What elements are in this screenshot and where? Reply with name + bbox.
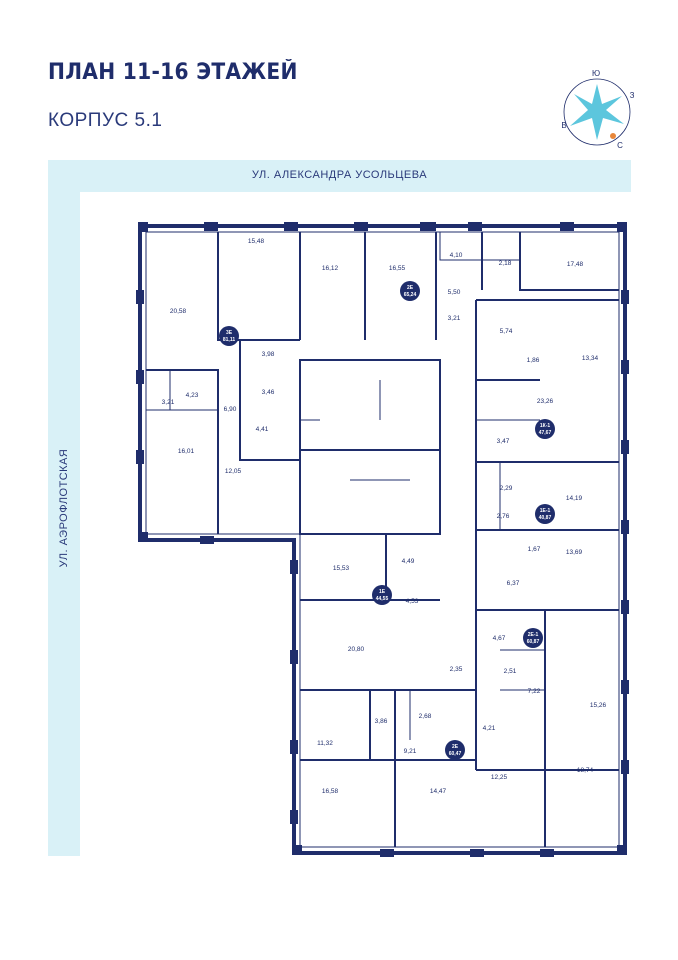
room-area: 4,49 — [402, 558, 415, 565]
room-area: 16,55 — [389, 265, 406, 272]
unit-area: 60,87 — [527, 639, 540, 645]
room-area: 16,58 — [322, 788, 339, 795]
room-area: 6,90 — [224, 406, 237, 413]
unit-code: 2Е — [407, 285, 414, 291]
room-area: 14,19 — [566, 495, 583, 502]
unit-area: 60,47 — [449, 751, 462, 757]
room-area: 12,25 — [491, 774, 508, 781]
unit-badge: 2Е 60,47 — [445, 740, 465, 760]
room-area: 9,21 — [404, 748, 417, 755]
room-area: 7,22 — [528, 688, 541, 695]
room-area: 15,53 — [333, 565, 350, 572]
street-left: УЛ. АЭРОФЛОТСКАЯ — [48, 160, 80, 856]
unit-code: 2Е — [452, 744, 459, 750]
room-area: 17,48 — [567, 261, 584, 268]
room-area: 18,74 — [577, 767, 594, 774]
room-area: 16,12 — [322, 265, 339, 272]
room-area: 4,41 — [256, 426, 269, 433]
unit-code: 2Е-1 — [528, 632, 539, 638]
room-area: 15,26 — [590, 702, 607, 709]
unit-area: 47,67 — [539, 430, 552, 436]
unit-badges: 3Е 81,11 2Е 65,24 1К-1 47,67 1Е-1 40,87 … — [219, 281, 555, 760]
street-top-label: УЛ. АЛЕКСАНДРА УСОЛЬЦЕВА — [251, 169, 428, 181]
room-area: 11,32 — [317, 740, 333, 747]
room-area: 2,51 — [504, 668, 517, 675]
room-area: 13,34 — [582, 355, 599, 362]
room-area: 3,21 — [448, 315, 461, 322]
room-area: 16,01 — [178, 448, 195, 455]
room-area: 4,21 — [483, 725, 496, 732]
compass-star-icon — [570, 84, 624, 140]
room-area: 12,05 — [225, 468, 242, 475]
unit-area: 44,55 — [376, 596, 389, 602]
room-area: 5,50 — [448, 289, 461, 296]
room-area: 3,46 — [262, 389, 275, 396]
room-area: 4,10 — [450, 252, 463, 259]
room-area: 20,58 — [170, 308, 187, 315]
room-area: 2,18 — [499, 260, 512, 267]
room-area: 2,76 — [497, 513, 510, 520]
unit-code: 1Е-1 — [540, 508, 551, 514]
room-area: 2,29 — [500, 485, 513, 492]
unit-code: 1К-1 — [540, 423, 550, 429]
walls — [136, 222, 629, 857]
room-area: 2,35 — [450, 666, 463, 673]
unit-area: 81,11 — [223, 337, 235, 343]
unit-badge: 1К-1 47,67 — [535, 419, 555, 439]
unit-badge: 1Е 44,55 — [372, 585, 392, 605]
room-area: 3,21 — [162, 399, 175, 406]
room-area: 5,74 — [500, 328, 513, 335]
compass-north-marker — [610, 133, 616, 139]
compass-label: З — [630, 91, 635, 100]
room-area: 4,53 — [406, 598, 419, 605]
building-subtitle: КОРПУС 5.1 — [48, 110, 163, 131]
room-area: 4,67 — [493, 635, 506, 642]
room-labels: 20,58 15,48 16,12 16,55 4,10 2,18 17,48 … — [162, 238, 607, 795]
room-area: 13,69 — [566, 549, 583, 556]
room-area: 1,86 — [527, 357, 540, 364]
page-title: ПЛАН 11-16 ЭТАЖЕЙ — [48, 60, 298, 85]
room-area: 3,47 — [497, 438, 510, 445]
room-area: 6,37 — [507, 580, 520, 587]
compass: Ю З С В — [561, 69, 634, 150]
compass-label: С — [617, 141, 623, 150]
compass-label: Ю — [592, 69, 600, 78]
street-top: УЛ. АЛЕКСАНДРА УСОЛЬЦЕВА — [48, 160, 631, 192]
unit-badge: 1Е-1 40,87 — [535, 504, 555, 524]
unit-area: 65,24 — [404, 292, 417, 298]
unit-badge: 2Е-1 60,87 — [523, 628, 543, 648]
room-area: 1,67 — [528, 546, 541, 553]
unit-badge: 2Е 65,24 — [400, 281, 420, 301]
room-area: 3,86 — [375, 718, 388, 725]
room-area: 23,26 — [537, 398, 554, 405]
compass-label: В — [561, 121, 566, 130]
room-area: 2,68 — [419, 713, 432, 720]
unit-code: 3Е — [226, 330, 233, 336]
room-area: 3,98 — [262, 351, 275, 358]
unit-code: 1Е — [379, 589, 386, 595]
unit-area: 40,87 — [539, 515, 552, 521]
room-area: 14,47 — [430, 788, 447, 795]
room-area: 15,48 — [248, 238, 265, 245]
room-area: 4,23 — [186, 392, 199, 399]
room-area: 20,80 — [348, 646, 365, 653]
unit-badge: 3Е 81,11 — [219, 326, 239, 346]
